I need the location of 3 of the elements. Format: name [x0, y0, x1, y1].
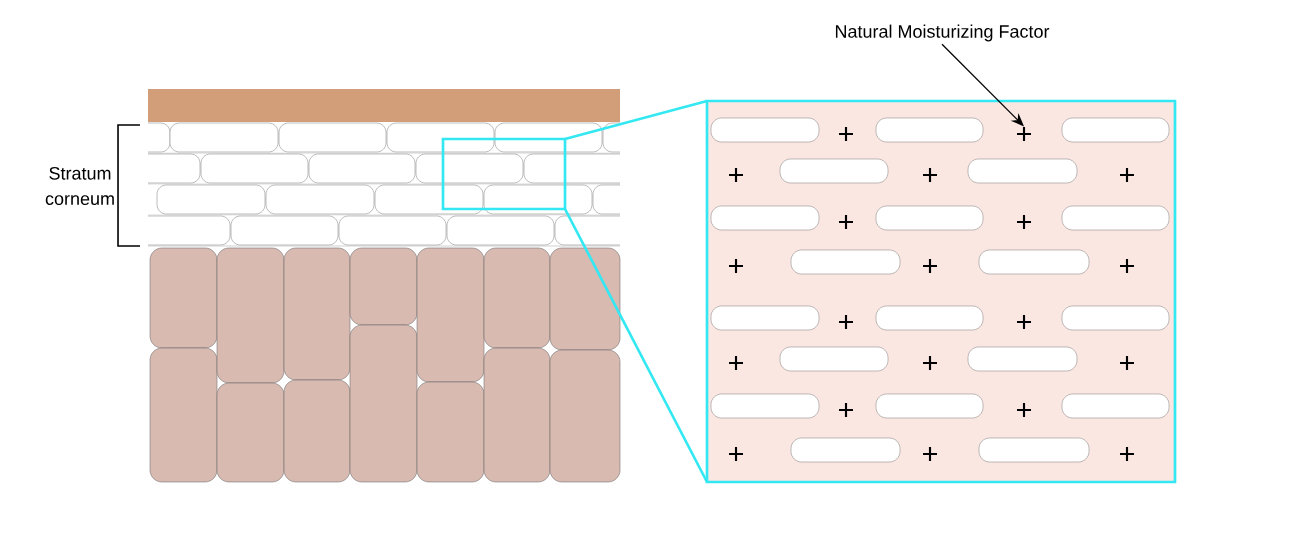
- plus-sign: [1015, 125, 1033, 143]
- callout-label: Natural Moisturizing Factor: [835, 24, 1050, 42]
- layer-label: Stratum corneum: [45, 166, 114, 206]
